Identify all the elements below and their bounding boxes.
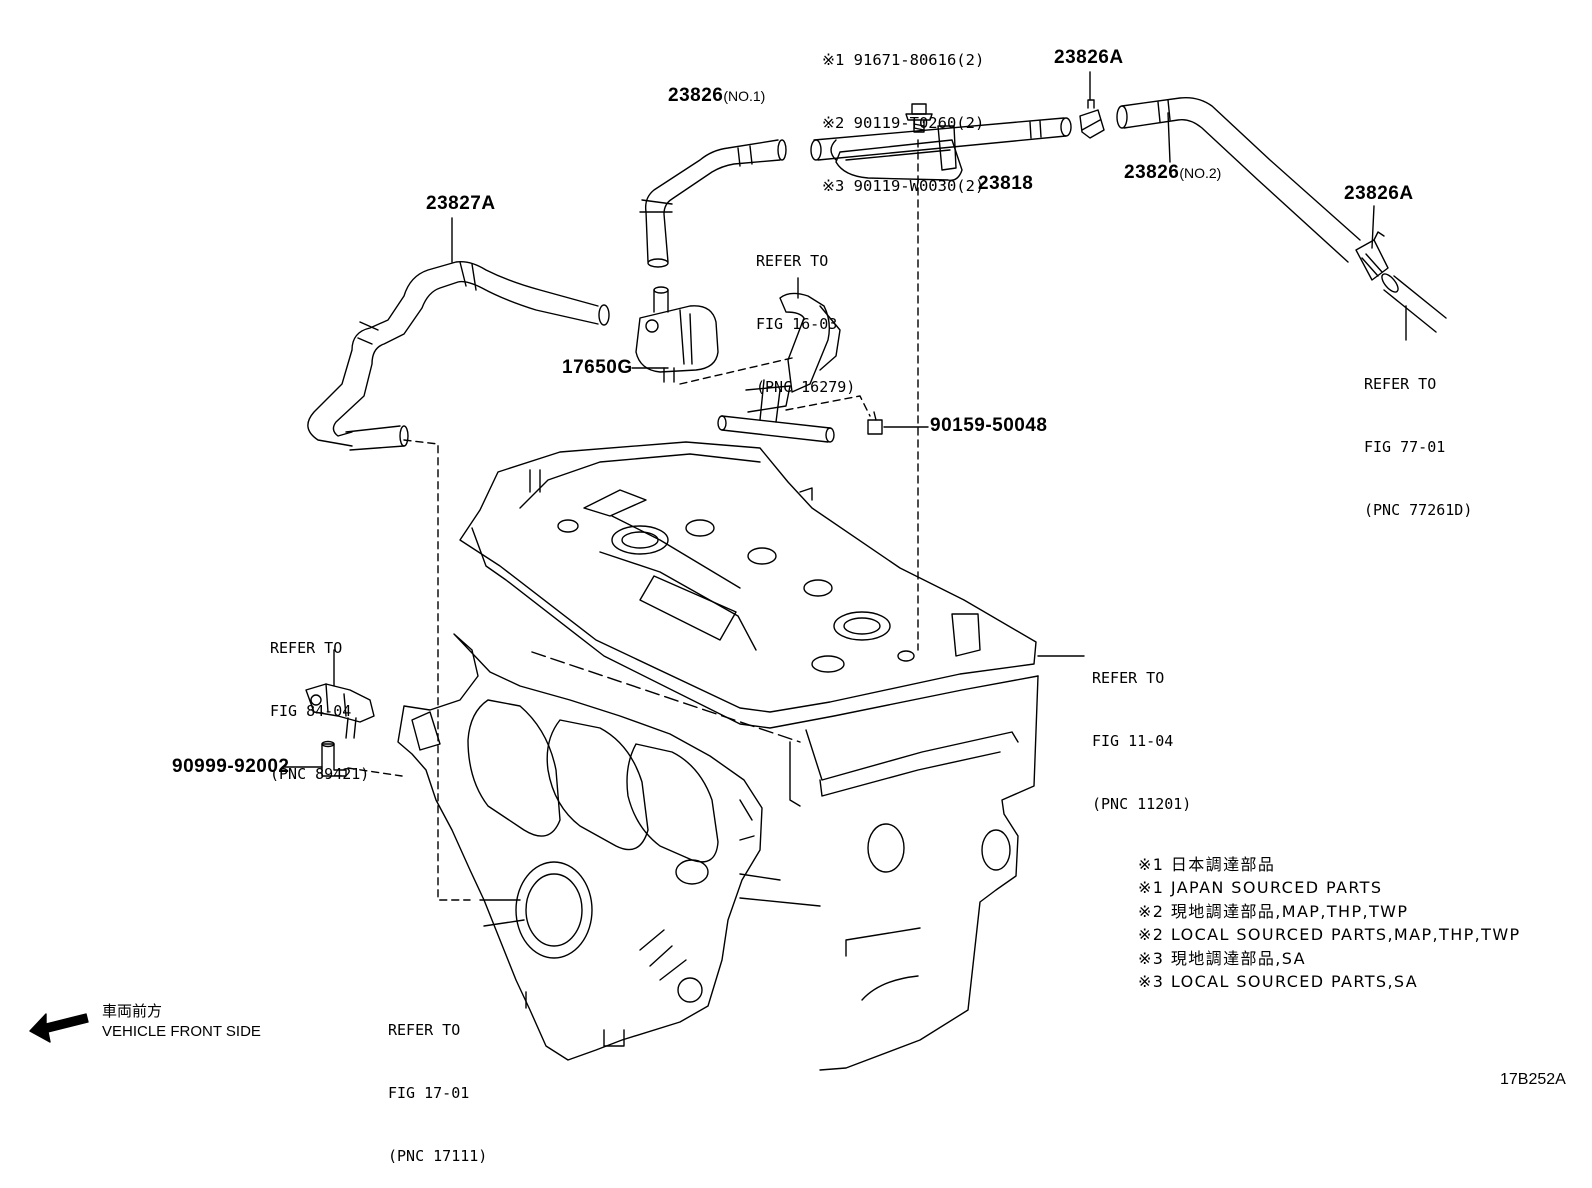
hose-23826-no1 xyxy=(640,140,786,267)
dashed-lead-23827a xyxy=(404,440,470,900)
ref-fig-16-03: REFER TO FIG 16-03 (PNC 16279) xyxy=(756,209,855,419)
ref-line-1: REFER TO xyxy=(1092,669,1165,687)
legend: ※1 日本調達部品 ※1 JAPAN SOURCED PARTS ※2 現地調達… xyxy=(1138,853,1521,993)
legend-line-3: ※2 現地調達部品,MAP,THP,TWP xyxy=(1138,901,1409,921)
front-jp: 車両前方 xyxy=(102,1003,163,1020)
label-23826a-right: 23826A xyxy=(1344,183,1414,204)
legend-line-4: ※2 LOCAL SOURCED PARTS,MAP,THP,TWP xyxy=(1138,925,1521,945)
ref-fig-11-04: REFER TO FIG 11-04 (PNC 11201) xyxy=(1092,626,1191,836)
dashed-lead-17650g xyxy=(680,358,792,384)
label-23827a: 23827A xyxy=(426,193,496,214)
part-number: 23826 xyxy=(668,85,724,106)
ref-line-3: (PNC 77261D) xyxy=(1364,501,1473,519)
sensor-89421 xyxy=(306,684,374,738)
intake-manifold xyxy=(398,634,762,1060)
title-notes: ※1 91671-80616(2) ※2 90119-T0260(2) ※3 9… xyxy=(822,8,984,218)
title-note-1: ※1 91671-80616(2) xyxy=(822,51,985,69)
label-23826-no2: 23826(NO.2) xyxy=(1124,163,1221,182)
legend-line-6: ※3 LOCAL SOURCED PARTS,SA xyxy=(1138,972,1419,992)
vehicle-front-label: 車両前方 VEHICLE FRONT SIDE xyxy=(102,1002,261,1042)
label-90159-50048: 90159-50048 xyxy=(930,415,1048,436)
cylinder-head-cover xyxy=(460,442,1038,728)
title-note-2: ※2 90119-T0260(2) xyxy=(822,114,985,132)
ref-line-1: REFER TO xyxy=(270,639,343,657)
ref-fig-17-01: REFER TO FIG 17-01 (PNC 17111) xyxy=(388,978,487,1188)
part-suffix: (NO.2) xyxy=(1179,165,1222,181)
parts-drawing xyxy=(0,0,1592,1099)
clip-23826a-right xyxy=(1356,232,1388,280)
ref-line-3: (PNC 16279) xyxy=(756,378,856,396)
label-90999-92002: 90999-92002 xyxy=(172,756,290,777)
bolt-90159-50048 xyxy=(868,412,882,434)
ref-line-2: FIG 16-03 xyxy=(756,315,838,333)
valve-17650g xyxy=(636,287,718,382)
label-17650g: 17650G xyxy=(562,357,633,378)
screw-91671 xyxy=(906,104,932,132)
ref-line-1: REFER TO xyxy=(756,252,829,270)
front-arrow-icon xyxy=(30,1014,88,1042)
ref-fig-77-01: REFER TO FIG 77-01 (PNC 77261D) xyxy=(1364,332,1472,542)
dashed-lead-90159 xyxy=(786,396,870,416)
ref-line-1: REFER TO xyxy=(1364,375,1437,393)
ref-line-2: FIG 17-01 xyxy=(388,1084,470,1102)
label-23818: 23818 xyxy=(978,173,1034,194)
ref-line-2: FIG 84-04 xyxy=(270,702,352,720)
ref-line-1: REFER TO xyxy=(388,1021,461,1039)
hose-end-77 xyxy=(1379,271,1446,332)
figure-id: 17B252A xyxy=(1500,1071,1566,1088)
dashed-lead-90999 xyxy=(348,768,402,776)
part-suffix: (NO.1) xyxy=(723,88,766,104)
connector-90999 xyxy=(322,742,346,777)
bracket-16279 xyxy=(718,293,840,442)
label-23826-no1: 23826(NO.1) xyxy=(668,86,765,105)
pipe-23818 xyxy=(811,118,1071,180)
ref-line-3: (PNC 11201) xyxy=(1092,795,1192,813)
label-23826a-top: 23826A xyxy=(1054,47,1124,68)
legend-line-5: ※3 現地調達部品,SA xyxy=(1138,948,1306,968)
leader-23826-no2 xyxy=(1168,113,1170,162)
title-note-3: ※3 90119-W0030(2) xyxy=(822,177,985,195)
legend-line-2: ※1 JAPAN SOURCED PARTS xyxy=(1138,878,1383,898)
engine-block xyxy=(532,652,1038,1070)
hose-23827a xyxy=(308,262,609,450)
clip-23826a-top xyxy=(1080,100,1104,138)
hose-23826-no2 xyxy=(1117,98,1360,262)
ref-line-3: (PNC 89421) xyxy=(270,765,370,783)
ref-line-2: FIG 77-01 xyxy=(1364,438,1446,456)
front-en: VEHICLE FRONT SIDE xyxy=(102,1023,261,1040)
leader-23826a-right xyxy=(1372,206,1374,248)
ref-fig-84-04: REFER TO FIG 84-04 (PNC 89421) xyxy=(270,596,369,806)
ref-line-3: (PNC 17111) xyxy=(388,1147,488,1165)
part-number: 23826 xyxy=(1124,162,1180,183)
ref-line-2: FIG 11-04 xyxy=(1092,732,1174,750)
legend-line-1: ※1 日本調達部品 xyxy=(1138,855,1276,874)
